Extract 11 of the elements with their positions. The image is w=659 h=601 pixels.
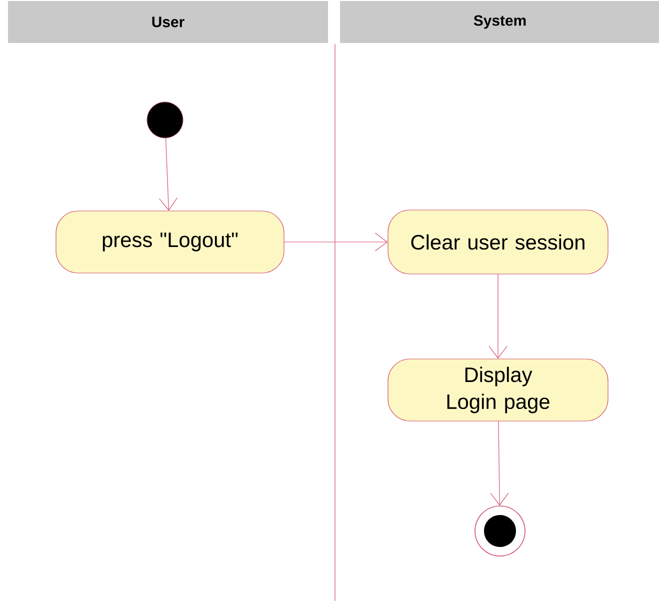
activity-box: Display Login page xyxy=(388,358,608,422)
lane-header: User xyxy=(8,1,328,43)
lane-header: System xyxy=(340,1,659,43)
arrow xyxy=(490,421,509,506)
arrow xyxy=(284,232,388,252)
end-node xyxy=(474,506,526,556)
start-node xyxy=(146,102,184,138)
arrow xyxy=(488,274,508,359)
activity-box: press "Logout" xyxy=(56,210,284,274)
activity-box: Clear user session xyxy=(388,210,608,274)
arrow xyxy=(158,138,178,211)
